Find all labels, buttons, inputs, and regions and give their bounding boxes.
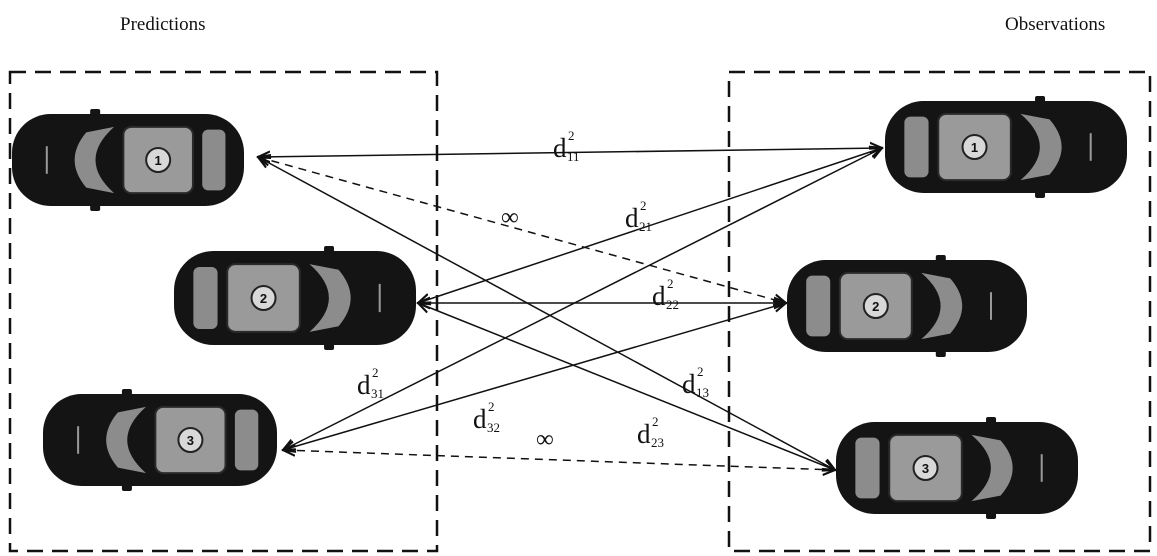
edge-prediction-2-to-observation-3 [418,303,835,470]
edge-prediction-1-to-observation-2 [258,157,786,303]
prediction-2-car-icon: 2 [174,246,416,350]
edges-layer [258,148,882,470]
edge-label-subscript: 31 [371,386,384,401]
edge-prediction-3-to-observation-3 [283,450,835,470]
edge-label-base: ∞ [536,426,554,453]
edge-label-superscript: 2 [652,414,659,429]
prediction-2-number: 2 [260,291,267,306]
edge-label-superscript: 2 [488,399,495,414]
edge-label-subscript: 22 [666,297,679,312]
observation-3-number: 3 [922,461,929,476]
observations-header: Observations [1005,14,1106,35]
edge-label-infinity-1: ∞ [501,204,519,231]
observation-2-number: 2 [872,299,879,314]
edge-label-subscript: 13 [696,385,709,400]
observation-1-number: 1 [971,140,978,155]
prediction-3-number: 3 [187,433,194,448]
prediction-3-car-icon: 3 [43,389,277,491]
observation-3-car-icon: 3 [836,417,1078,519]
edge-label-base: d [637,419,651,449]
edge-label-base: d [652,281,666,311]
edge-label-base: d [357,370,371,400]
predictions-header: Predictions [120,14,206,35]
edge-label-superscript: 2 [372,365,379,380]
observation-2-car-icon: 2 [787,255,1027,357]
edge-label-base: d [553,133,567,163]
observation-1-car-icon: 1 [885,96,1127,198]
edge-label-base: d [625,203,639,233]
edge-label-infinity-2: ∞ [536,426,554,453]
prediction-1-number: 1 [155,153,162,168]
edge-label-superscript: 2 [640,198,647,213]
edge-label-subscript: 23 [651,435,664,450]
edge-label-subscript: 32 [487,420,500,435]
edge-label-subscript: 21 [639,219,652,234]
edge-label-base: d [682,369,696,399]
prediction-1-car-icon: 1 [12,109,244,211]
edge-label-subscript: 11 [567,149,580,164]
edge-label-superscript: 2 [568,128,575,143]
edge-label-superscript: 2 [697,364,704,379]
predictions-group-box [8,70,439,553]
edge-label-base: d [473,404,487,434]
edge-label-base: ∞ [501,204,519,231]
edge-label-superscript: 2 [667,276,674,291]
